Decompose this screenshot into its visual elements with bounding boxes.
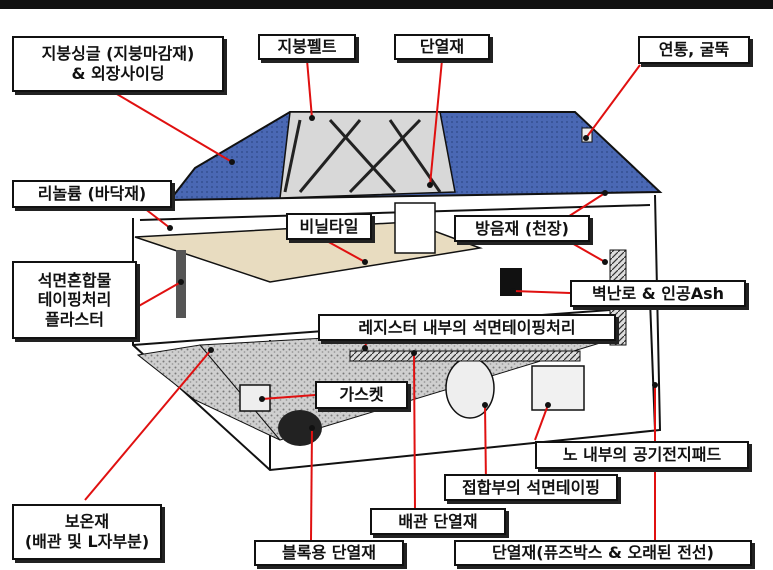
label-asbestos-plaster-line3: 플라스터 <box>45 309 104 329</box>
duct-bundle <box>445 357 495 419</box>
label-asbestos-plaster-line1: 석면혼합물 <box>37 270 112 290</box>
label-fusebox-insulation: 단열재(퓨즈박스 & 오래된 전선) <box>454 540 752 566</box>
label-lagging-line1: 보온재 <box>64 512 110 532</box>
label-asbestos-plaster-line2: 테이핑처리 <box>37 290 112 310</box>
label-roof-shingles-line2: & 외장사이딩 <box>71 64 165 83</box>
wall-furnace <box>500 268 522 296</box>
label-asbestos-plaster: 석면혼합물 테이핑처리 플라스터 <box>12 261 137 339</box>
label-lagging: 보온재 (배관 및 L자부분) <box>12 504 162 560</box>
label-roof-felt: 지붕펠트 <box>258 34 356 60</box>
label-wall-furnace: 벽난로 & 인공Ash <box>570 280 746 307</box>
label-register-tape: 레지스터 내부의 석면테이핑처리 <box>318 314 616 341</box>
label-gasket: 가스켓 <box>315 381 408 409</box>
label-roof-shingles-line1: 지붕싱글 (지붕마감재) <box>41 44 195 64</box>
pipe <box>349 350 581 362</box>
target-dots <box>167 115 658 431</box>
boiler-tank <box>278 410 322 446</box>
label-insulation-top: 단열재 <box>394 34 490 60</box>
label-lagging-line2: (배관 및 L자부분) <box>24 532 150 551</box>
label-flue-chimney: 연통, 굴뚝 <box>638 36 750 64</box>
label-furnace-pad: 노 내부의 공기전지패드 <box>535 441 749 469</box>
label-linoleum: 리놀륨 (바닥재) <box>12 180 172 208</box>
label-roof-shingles: 지붕싱글 (지붕마감재) & 외장사이딩 <box>12 36 224 92</box>
leader-lines <box>84 59 656 541</box>
label-vinyl-tile: 비닐타일 <box>286 213 372 240</box>
attic-window <box>394 202 436 254</box>
label-pipe-insulation: 배관 단열재 <box>370 508 506 535</box>
furnace <box>531 365 585 411</box>
label-ceiling-soundproofing: 방음재 (천장) <box>454 215 590 242</box>
label-block-insulation: 블록용 단열재 <box>254 540 404 566</box>
roof <box>167 111 663 202</box>
top-bar <box>0 0 773 9</box>
label-joint-tape: 접합부의 석면테이핑 <box>444 474 618 501</box>
